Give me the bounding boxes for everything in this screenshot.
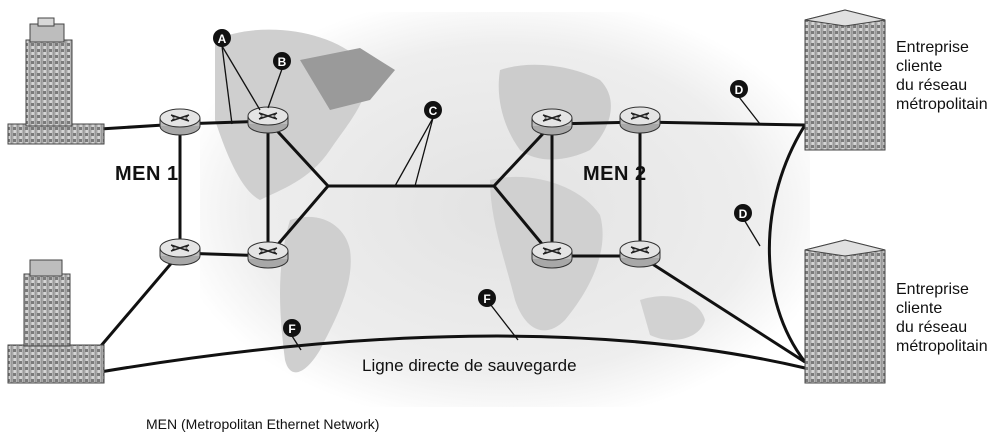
svg-text:D: D (739, 207, 748, 221)
router-men1-top-left (159, 108, 201, 136)
link-client-top-client-bottom (767, 124, 807, 363)
router-men2-bottom-right (619, 240, 661, 268)
client-bottom-line-2: cliente (896, 300, 943, 317)
marker-f-right: F (478, 289, 496, 307)
men1-label: MEN 1 (115, 163, 179, 185)
marker-c: C (424, 101, 442, 119)
backup-direct-line (99, 334, 806, 374)
svg-text:F: F (288, 322, 295, 336)
router-men1-top-right (247, 106, 289, 134)
client-bottom-line-1: Entreprise (896, 281, 969, 298)
marker-f-left: F (283, 319, 301, 337)
router-men1-bottom-right (247, 241, 289, 269)
svg-text:C: C (429, 104, 438, 118)
client-top-line-3: du réseau (896, 77, 968, 94)
building-left-bottom (7, 259, 105, 384)
marker-b: B (273, 52, 291, 70)
marker-a: A (213, 29, 231, 47)
router-men2-bottom-left (531, 241, 573, 269)
world-map-background (200, 12, 810, 407)
client-bottom-line-4: métropolitain (896, 338, 988, 355)
svg-text:A: A (218, 32, 227, 46)
client-label-bottom: Entreprise cliente du réseau métropolita… (896, 280, 988, 356)
client-top-line-4: métropolitain (896, 96, 988, 113)
client-bottom-line-3: du réseau (896, 319, 968, 336)
svg-text:D: D (735, 83, 744, 97)
callout-pointers (221, 45, 761, 351)
router-men1-bottom-left (159, 238, 201, 266)
backup-line-label: Ligne directe de sauvegarde (362, 356, 577, 375)
network-links (98, 119, 807, 374)
figure-caption: MEN (Metropolitan Ethernet Network) (146, 416, 380, 432)
router-men2-top-left (531, 108, 573, 136)
router-men2-top-right (619, 106, 661, 134)
marker-d-top: D (730, 80, 748, 98)
link-men2-client-top (639, 120, 806, 127)
svg-text:B: B (278, 55, 287, 69)
client-top-line-1: Entreprise (896, 39, 969, 56)
client-top-line-2: cliente (896, 58, 943, 75)
building-right-top (804, 9, 886, 151)
client-label-top: Entreprise cliente du réseau métropolita… (896, 38, 988, 114)
svg-text:F: F (483, 292, 490, 306)
building-left-top (7, 17, 105, 145)
men2-label: MEN 2 (583, 163, 647, 185)
marker-d-bottom: D (734, 204, 752, 222)
building-right-bottom (804, 239, 886, 384)
